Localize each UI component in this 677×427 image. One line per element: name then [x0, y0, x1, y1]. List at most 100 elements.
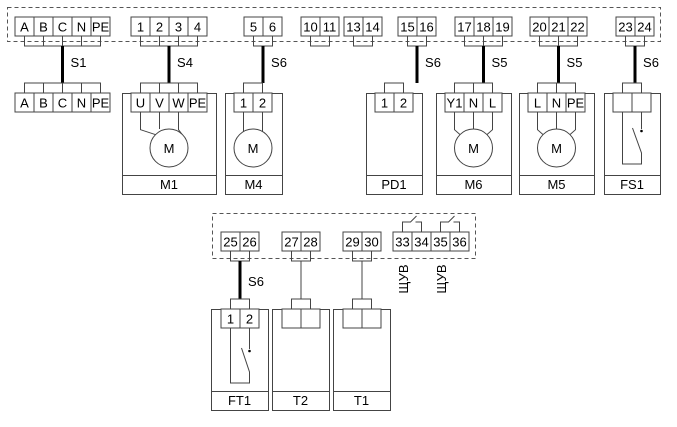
connector: [310, 35, 330, 47]
connector-shape: [622, 82, 642, 94]
connector-shape: [140, 82, 198, 94]
terminal: [361, 308, 382, 329]
device-label: T2: [293, 393, 308, 408]
terminal-label: N: [469, 96, 478, 111]
motor-wire: [486, 112, 493, 136]
terminal-strip: 23 24: [615, 16, 655, 37]
terminal-label: 22: [570, 20, 584, 35]
terminal-label: 33: [395, 235, 409, 250]
terminal-label: 2: [246, 312, 253, 327]
motor-icon: [149, 128, 189, 168]
terminal-label: 1: [240, 96, 247, 111]
relay-contact-icon: [415, 221, 422, 232]
terminal-label: 30: [364, 235, 378, 250]
connector-shape: [407, 35, 427, 47]
terminal-label: N: [77, 20, 86, 35]
device-t1: T1: [333, 298, 391, 411]
connector: [352, 298, 372, 310]
terminal: [187, 92, 208, 113]
terminal-label: PE: [567, 96, 585, 111]
terminal-strip: 17 18 19: [454, 16, 513, 37]
switch-dot: [248, 349, 251, 353]
connector: [622, 82, 642, 94]
connector-shape: [384, 82, 404, 94]
relay-contact-icon: [402, 215, 417, 232]
device-terminal-strip: [342, 308, 382, 329]
terminal-label: 28: [303, 235, 317, 250]
motor-symbol: M: [248, 141, 259, 156]
terminal-label: 21: [551, 20, 565, 35]
terminal-label: 17: [457, 20, 471, 35]
terminal-label: U: [136, 96, 145, 111]
cable-label: S1: [71, 55, 87, 70]
connector: [539, 35, 578, 47]
connector: [353, 35, 373, 47]
terminal-label: 15: [400, 20, 414, 35]
terminal-label: 36: [452, 235, 466, 250]
terminal-label: V: [155, 96, 164, 111]
contact-label: ЩУВ: [396, 264, 411, 293]
terminal-label: PE: [92, 96, 110, 111]
terminal: [300, 308, 321, 329]
terminal-label: 23: [618, 20, 632, 35]
connector-shape: [291, 298, 311, 310]
cable-label: S5: [567, 55, 583, 70]
device-fs1: FS1: [604, 82, 661, 195]
terminal-label: 6: [269, 20, 276, 35]
motor-wire: [140, 112, 156, 136]
connector: [253, 35, 273, 47]
terminal-label: 18: [476, 20, 490, 35]
terminal-label: 4: [194, 20, 201, 35]
terminal-label: N: [77, 96, 86, 111]
terminal: [342, 308, 363, 329]
device-label: FS1: [620, 177, 644, 192]
terminal-label: 14: [365, 20, 379, 35]
cable-label: S6: [643, 55, 659, 70]
device-label: PD1: [381, 177, 406, 192]
motor-icon: [454, 128, 493, 168]
cable-label: S6: [271, 55, 287, 70]
connector-shape: [291, 250, 311, 262]
terminal-label: 13: [346, 20, 360, 35]
cable-label: S6: [425, 55, 441, 70]
terminal-group-13-14: 13 14: [343, 16, 383, 47]
terminal-label: 25: [223, 235, 237, 250]
connector-shape: [625, 35, 645, 47]
terminal-label: 24: [637, 20, 651, 35]
device-terminal-strip: [281, 308, 321, 329]
connector: [384, 82, 404, 94]
connector: [407, 35, 427, 47]
terminal-label: 35: [433, 235, 447, 250]
connector: [352, 250, 372, 262]
connector: [24, 82, 101, 94]
relay-contact-icon: [440, 215, 455, 232]
cable-label: S5: [492, 55, 508, 70]
terminal-label: B: [39, 96, 48, 111]
device-terminal-strip: [612, 92, 652, 113]
cable-label: S6: [248, 274, 264, 289]
terminal-label: C: [58, 20, 67, 35]
motor-icon: [537, 128, 576, 168]
motor-wire: [569, 112, 576, 136]
terminal-label: 2: [259, 96, 266, 111]
terminal-label: 1: [227, 312, 234, 327]
connector: [454, 82, 493, 94]
terminal-label: 3: [175, 20, 182, 35]
terminal-label: 19: [495, 20, 509, 35]
